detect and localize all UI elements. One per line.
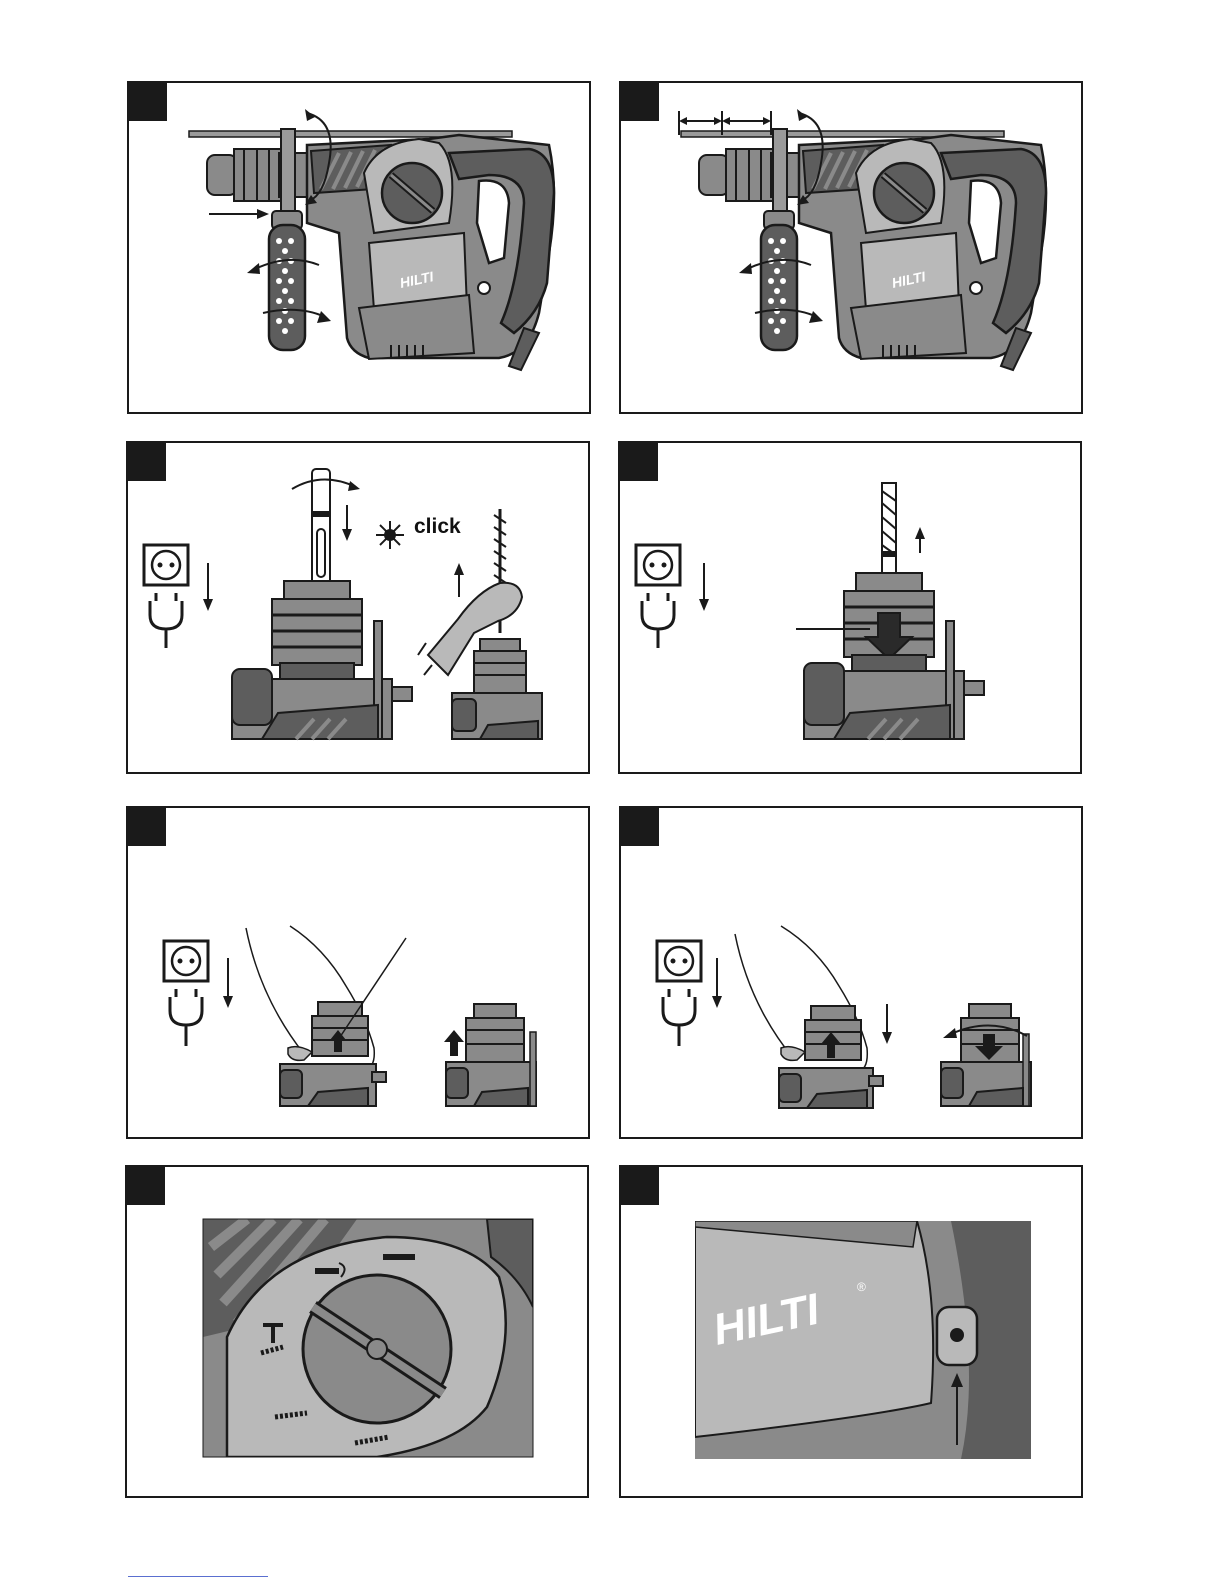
footer-rule (128, 1576, 268, 1577)
figure-3-panel: click (126, 441, 590, 774)
unplug-socket-icon (164, 941, 233, 1046)
click-burst-icon (376, 521, 404, 549)
function-selector-closeup (127, 1167, 589, 1498)
chuck-release-illustration (128, 808, 590, 1139)
unplug-socket-icon (636, 545, 709, 648)
unplug-socket-icon (144, 545, 213, 648)
figure-8-panel: HILTI ® (619, 1165, 1083, 1498)
depth-gauge-illustration: HILTI (621, 83, 1083, 414)
nameplate-closeup: HILTI ® (621, 1167, 1083, 1498)
figure-6-panel (619, 806, 1083, 1139)
drill-side-handle-illustration: HILTI (129, 83, 591, 414)
remove-bit-illustration (620, 443, 1082, 774)
figure-1-panel: HILTI (127, 81, 591, 414)
figure-2-panel: HILTI (619, 81, 1083, 414)
registered-mark: ® (857, 1280, 866, 1294)
figure-5-panel (126, 806, 590, 1139)
figure-7-panel (125, 1165, 589, 1498)
chuck-fit-illustration (621, 808, 1083, 1139)
unplug-socket-icon (657, 941, 722, 1046)
insert-bit-illustration (128, 443, 590, 774)
click-label: click (414, 515, 461, 539)
figure-4-panel (618, 441, 1082, 774)
